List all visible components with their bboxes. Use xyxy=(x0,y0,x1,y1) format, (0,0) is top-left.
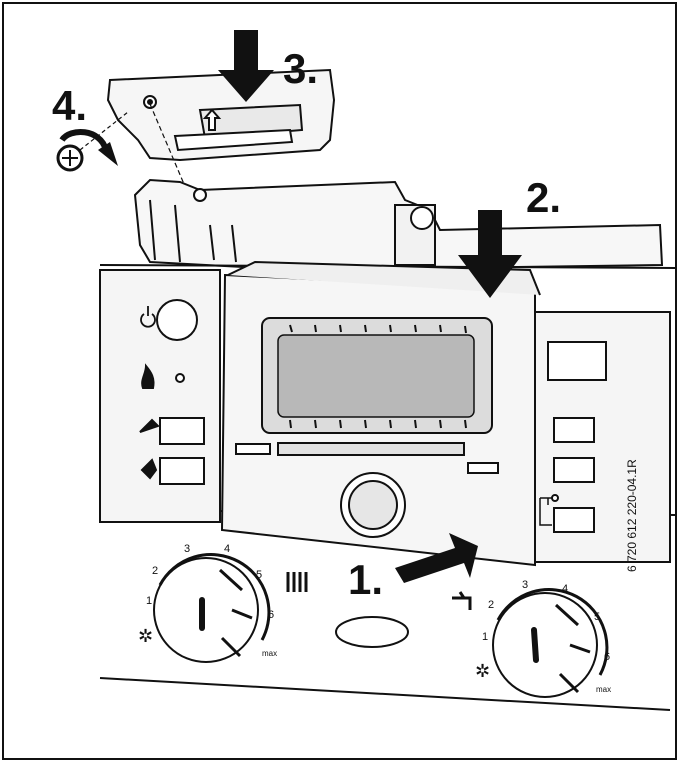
right-controls xyxy=(539,341,607,533)
step-4-label: 4. xyxy=(52,82,87,129)
heating-dial[interactable] xyxy=(153,553,271,663)
right-panel-window xyxy=(547,341,607,381)
heating-scale-1: 1 xyxy=(146,595,152,607)
hw-scale-1: 1 xyxy=(482,631,488,643)
hw-scale-2: 2 xyxy=(488,599,494,611)
chimney-sweep-icon xyxy=(140,458,158,480)
heating-scale-4: 4 xyxy=(224,543,230,555)
step-3-arrow xyxy=(218,30,274,102)
flame-icon xyxy=(141,363,155,389)
module-base xyxy=(133,178,664,272)
service-icon xyxy=(139,418,160,433)
left-soft-key[interactable] xyxy=(235,443,271,455)
hw-scale-3: 3 xyxy=(522,579,528,591)
hw-scale-4: 4 xyxy=(562,583,568,595)
controller-module xyxy=(220,260,541,567)
radiator-icon xyxy=(286,572,308,592)
heating-scale-2: 2 xyxy=(152,565,158,577)
step-1-label: 1. xyxy=(348,556,383,603)
hw-max-label: max xyxy=(596,685,611,694)
heating-scale-5: 5 xyxy=(256,569,262,581)
heating-scale-3: 3 xyxy=(184,543,190,555)
frost-icon-hw: ✲ xyxy=(475,661,490,681)
hot-water-dial[interactable] xyxy=(492,588,609,698)
right-button-2[interactable] xyxy=(553,457,595,483)
step-2-label: 2. xyxy=(526,174,561,221)
figure-reference-code: 6 720 612 220-04.1R xyxy=(625,459,639,572)
center-window xyxy=(335,616,409,648)
burner-indicator xyxy=(175,373,185,383)
housing-lower-edge xyxy=(99,677,671,711)
right-button-1[interactable] xyxy=(553,417,595,443)
selector-knob-inner xyxy=(348,480,398,530)
heating-scale-6: 6 xyxy=(268,609,274,621)
display-ticks xyxy=(289,324,467,429)
alignment-guide xyxy=(149,103,196,211)
frost-icon: ✲ xyxy=(138,626,153,646)
step-2-arrow xyxy=(458,210,522,298)
power-button[interactable] xyxy=(156,299,198,341)
left-controls xyxy=(139,299,205,485)
tap-icon xyxy=(452,591,472,610)
display-strip xyxy=(277,442,465,456)
step-4-rotate-icon xyxy=(56,111,129,172)
key-icon xyxy=(539,497,552,526)
right-soft-key[interactable] xyxy=(467,462,499,474)
service-button[interactable] xyxy=(159,417,205,445)
hw-scale-6: 6 xyxy=(604,651,610,663)
right-button-3[interactable] xyxy=(553,507,595,533)
display-screen xyxy=(277,334,475,418)
heating-max-label: max xyxy=(262,649,277,658)
hw-scale-5: 5 xyxy=(594,611,600,623)
step-3-label: 3. xyxy=(283,45,318,92)
key-icon-ring xyxy=(551,494,559,502)
power-icon xyxy=(140,306,156,328)
chimney-sweep-button[interactable] xyxy=(159,457,205,485)
step-1-arrow xyxy=(395,533,478,583)
